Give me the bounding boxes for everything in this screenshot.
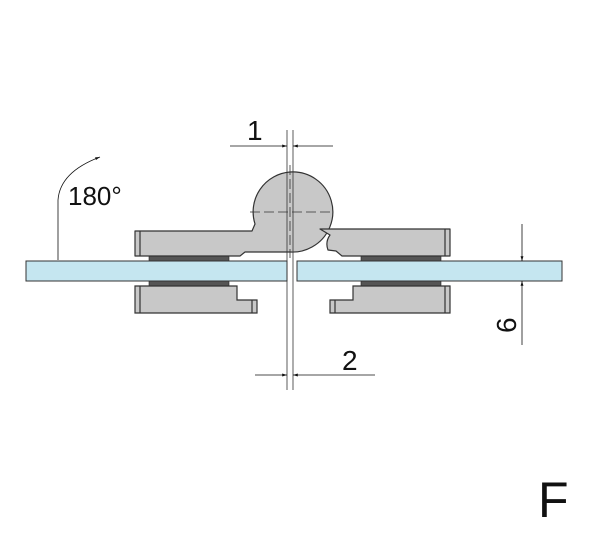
hinge-top-body bbox=[134, 171, 451, 257]
dimension-1-label: 1 bbox=[247, 115, 263, 146]
figure-letter: F bbox=[538, 472, 569, 528]
hinge-bottom-plates bbox=[134, 285, 451, 314]
glass-panel-right bbox=[296, 260, 563, 282]
dimension-2-label: 2 bbox=[342, 345, 358, 376]
dimension-6-label: 6 bbox=[491, 317, 522, 333]
rotation-arrow-icon bbox=[57, 156, 101, 260]
glass-panel-left bbox=[25, 260, 288, 282]
angle-label: 180° bbox=[68, 181, 122, 211]
center-lines bbox=[250, 130, 330, 390]
